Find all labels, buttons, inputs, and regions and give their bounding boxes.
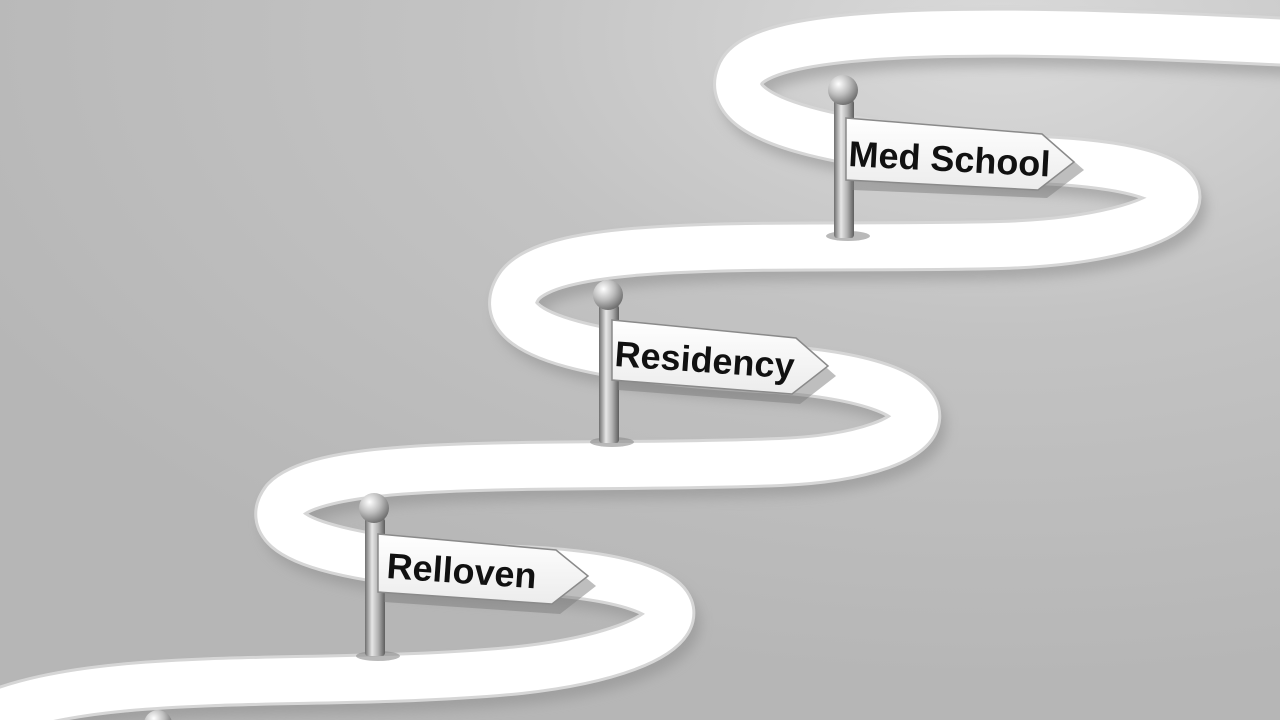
pole-knob-partial: [144, 710, 172, 720]
sign-board: [377, 533, 590, 605]
sign-board: [845, 117, 1076, 191]
pole-knob: [828, 75, 858, 105]
pole-knob: [359, 493, 389, 523]
signpost-relloven: Relloven: [356, 493, 596, 661]
sign-board: [611, 319, 830, 395]
signpost-med-school: Med School: [826, 75, 1084, 241]
pole-knob: [593, 280, 623, 310]
signpost-residency: Residency: [590, 280, 836, 447]
